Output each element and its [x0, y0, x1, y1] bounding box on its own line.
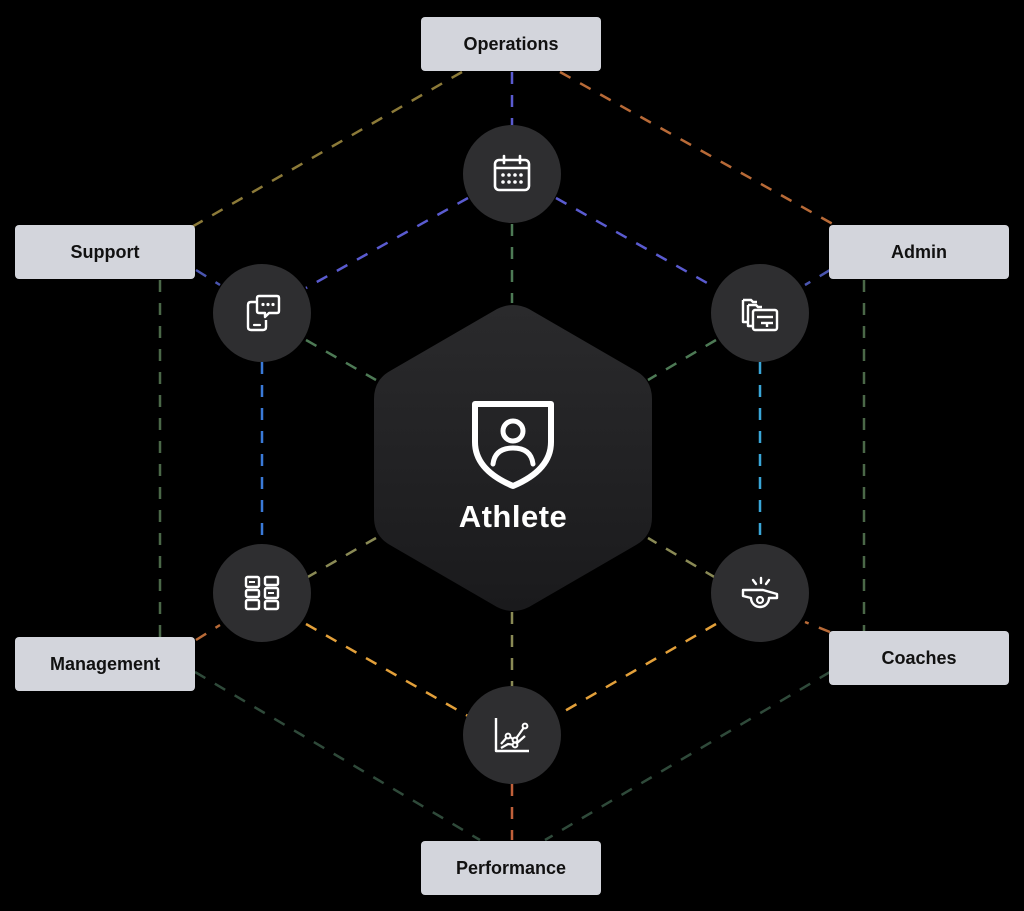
board-icon [244, 575, 280, 611]
outer-line-support-inner [195, 268, 221, 287]
label-management: Management [15, 637, 195, 691]
spoke-phone [305, 338, 377, 382]
outer-line-ops-support [189, 70, 463, 230]
chart-node [463, 686, 561, 784]
inner-line-cal-phone [305, 196, 469, 290]
calendar-node [463, 125, 561, 223]
outer-line-management-inner [195, 623, 221, 642]
outer-line-admin-inner [804, 268, 831, 287]
spoke-whistle [647, 536, 717, 580]
chart-line-icon [494, 718, 529, 753]
inner-line-board-chart [305, 622, 469, 718]
label-support: Support [15, 225, 195, 279]
spoke-folders [647, 338, 717, 382]
outer-line-management-performance [194, 670, 481, 842]
center-label: Athlete [458, 499, 568, 534]
outer-line-coaches-inner [804, 620, 831, 634]
board-node [213, 544, 311, 642]
outer-line-coaches-performance [544, 670, 831, 842]
whistle-icon [741, 576, 779, 609]
phone-chat-node [213, 264, 311, 362]
inner-line-whistle-chart [555, 622, 717, 718]
spoke-board [305, 536, 377, 580]
folders-icon [741, 298, 779, 332]
inner-line-cal-folders [555, 196, 717, 290]
label-operations: Operations [421, 17, 601, 71]
whistle-node [711, 544, 809, 642]
center-hub: Athlete [372, 303, 654, 613]
shield-user-icon [472, 401, 554, 489]
label-admin: Admin [829, 225, 1009, 279]
calendar-icon [493, 154, 531, 192]
center-hexagon [374, 305, 652, 611]
outer-line-ops-admin [559, 70, 841, 230]
label-performance: Performance [421, 841, 601, 895]
phone-chat-icon [246, 294, 281, 332]
label-coaches: Coaches [829, 631, 1009, 685]
folders-node [711, 264, 809, 362]
